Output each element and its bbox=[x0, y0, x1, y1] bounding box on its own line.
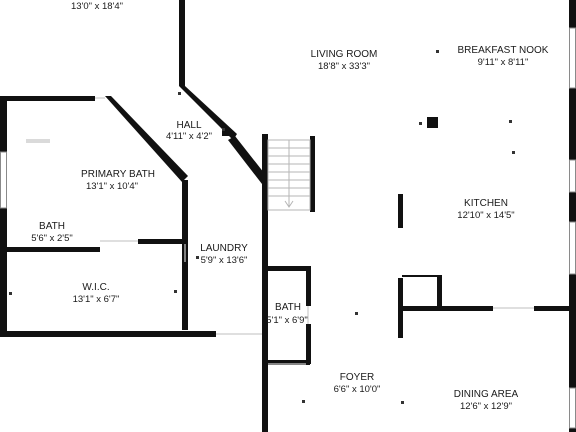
wall-hall-diag-1 bbox=[105, 96, 188, 182]
bath-2-dims: 5'1" x 6'9" bbox=[266, 315, 308, 326]
wall-bath2-right-low bbox=[306, 324, 311, 364]
outlet-mark bbox=[196, 256, 199, 259]
room-labels: 13'0" x 18'4" LIVING ROOM 18'8" x 33'3" … bbox=[31, 1, 549, 412]
column bbox=[427, 117, 438, 128]
wall-bath2-right bbox=[306, 266, 311, 306]
breakfast-nook-dims: 9'11" x 8'11" bbox=[478, 57, 529, 68]
hall-name: HALL bbox=[176, 120, 201, 131]
bath-small-dims: 5'6" x 2'5" bbox=[31, 233, 73, 244]
outlet-mark bbox=[436, 50, 439, 53]
wall-bath2-bottom bbox=[262, 360, 310, 365]
bedroom-dims: 13'0" x 18'4" bbox=[71, 1, 123, 12]
breakfast-nook-name: BREAKFAST NOOK bbox=[458, 45, 549, 56]
window-right-3 bbox=[569, 221, 576, 275]
wall-bedroom-bath bbox=[0, 96, 95, 101]
outlet-mark bbox=[302, 400, 305, 403]
doors bbox=[26, 97, 534, 365]
outlet-mark bbox=[509, 120, 512, 123]
wall-bath-small-top bbox=[0, 209, 6, 217]
outlet-mark bbox=[512, 151, 515, 154]
living-room-name: LIVING ROOM bbox=[311, 49, 378, 60]
window-right-1 bbox=[569, 27, 576, 89]
wall-bath2-top bbox=[262, 266, 310, 271]
kitchen-dims: 12'10" x 14'5" bbox=[457, 210, 514, 221]
wall-wic-bottom bbox=[0, 331, 216, 337]
outlet-mark bbox=[9, 292, 12, 295]
windows bbox=[0, 27, 576, 429]
wall-pantry-right bbox=[437, 276, 442, 310]
stair-arrowhead-icon bbox=[284, 200, 294, 208]
outlet-mark bbox=[401, 401, 404, 404]
outlet-mark bbox=[174, 290, 177, 293]
wic-dims: 13'1" x 6'7" bbox=[73, 294, 120, 305]
wall-laundry-right bbox=[262, 134, 268, 432]
outlet-mark bbox=[222, 128, 225, 131]
wall-foyer-left bbox=[262, 360, 268, 432]
primary-bath-name: PRIMARY BATH bbox=[81, 169, 155, 180]
window-right-4 bbox=[569, 387, 576, 429]
window-left-1 bbox=[0, 151, 7, 209]
dining-area-dims: 12'6" x 12'9" bbox=[460, 401, 512, 412]
bath-2-name: BATH bbox=[275, 302, 301, 313]
wall-hall-stub bbox=[222, 131, 232, 136]
outlet-marks bbox=[9, 50, 515, 404]
wall-pantry-top bbox=[402, 275, 442, 277]
living-room-dims: 18'8" x 33'3" bbox=[318, 61, 370, 72]
wall-kitchen-bottom-right bbox=[534, 306, 576, 311]
laundry-dims: 5'9" x 13'6" bbox=[201, 255, 248, 266]
primary-bath-dims: 13'1" x 10'4" bbox=[86, 181, 138, 192]
kitchen-name: KITCHEN bbox=[464, 198, 508, 209]
outlet-mark bbox=[419, 122, 422, 125]
wall-right-exterior bbox=[569, 0, 576, 432]
wall-kitchen-left bbox=[398, 194, 403, 228]
laundry-name: LAUNDRY bbox=[200, 243, 248, 254]
dining-area-name: DINING AREA bbox=[454, 389, 519, 400]
outlet-mark bbox=[178, 92, 181, 95]
outlet-mark bbox=[355, 312, 358, 315]
wall-hall-diag-3 bbox=[228, 136, 268, 184]
wall-bath-divider bbox=[138, 239, 186, 244]
wall-stair-right bbox=[310, 136, 315, 212]
wall-hall-diag-2 bbox=[179, 86, 237, 140]
bath-small-name: BATH bbox=[39, 221, 65, 232]
foyer-dims: 6'6" x 10'0" bbox=[334, 384, 381, 395]
wic-name: W.I.C. bbox=[82, 282, 109, 293]
window-right-2 bbox=[569, 159, 576, 193]
wall-bath-small-bottom bbox=[0, 247, 100, 252]
hall-dims: 4'11" x 4'2" bbox=[166, 131, 212, 142]
foyer-name: FOYER bbox=[340, 372, 374, 383]
wall-bedroom-right bbox=[179, 0, 185, 86]
stairs bbox=[267, 139, 311, 211]
wall-kitchen-bottom bbox=[398, 306, 493, 311]
